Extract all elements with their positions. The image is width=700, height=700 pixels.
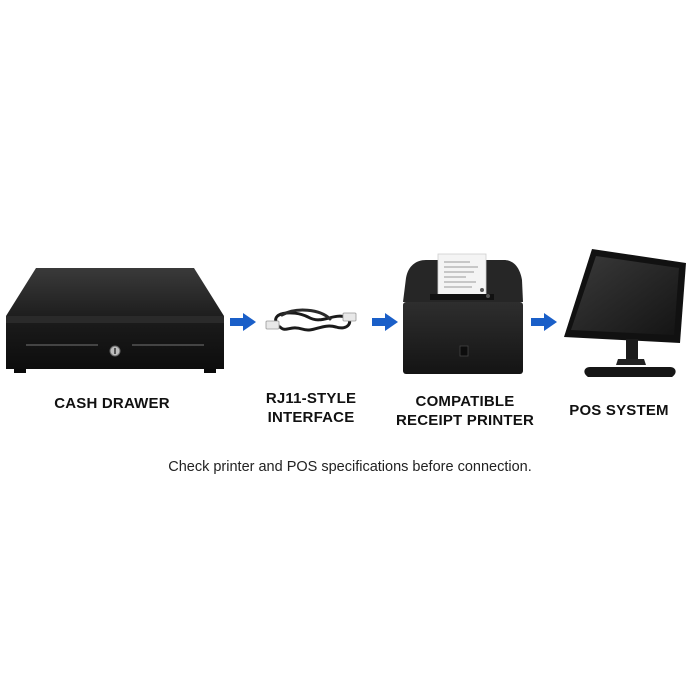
step-label-rj11-interface: RJ11-STYLE INTERFACE [231, 389, 391, 427]
arrow-right-icon [531, 313, 557, 331]
step-label-receipt-printer: COMPATIBLE RECEIPT PRINTER [375, 392, 555, 430]
step-label-pos-system: POS SYSTEM [544, 401, 694, 420]
pos-terminal-icon [560, 247, 690, 383]
connection-note: Check printer and POS specifications bef… [0, 459, 700, 475]
receipt-printer-icon [402, 250, 524, 376]
step-label-cash-drawer: CASH DRAWER [22, 394, 202, 413]
arrow-right-icon [372, 313, 398, 331]
cash-drawer-icon [4, 264, 226, 376]
rj11-cable-icon [262, 303, 358, 339]
arrow-right-icon [230, 313, 256, 331]
